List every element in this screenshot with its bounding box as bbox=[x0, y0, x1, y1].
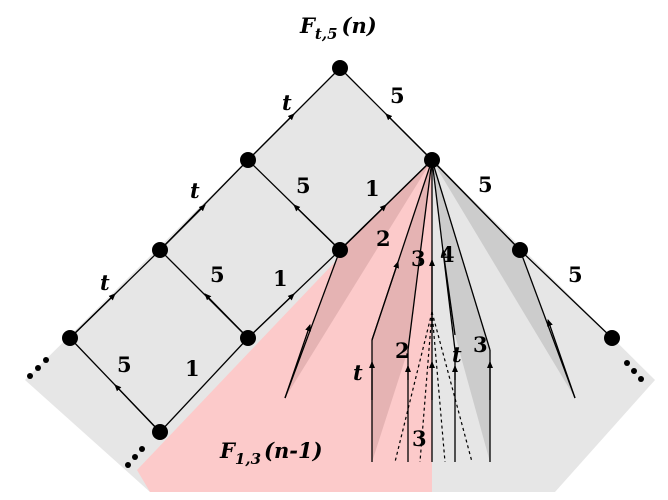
fan-strands bbox=[284, 159, 576, 463]
edge-label-t: t bbox=[282, 90, 292, 115]
edge-label-5: 5 bbox=[478, 172, 493, 197]
edge-label-3: 3 bbox=[412, 426, 427, 451]
grey-fan-4 bbox=[432, 160, 490, 462]
node bbox=[604, 330, 620, 346]
edge-label-5: 5 bbox=[390, 83, 405, 108]
node bbox=[240, 152, 256, 168]
edge-labels: t t t t t 5 5 5 5 5 5 1 1 1 2 2 3 3 3 4 bbox=[100, 83, 583, 451]
edge-label-3: 3 bbox=[411, 246, 426, 271]
lattice-nodes bbox=[62, 60, 620, 440]
edge-label-1: 1 bbox=[365, 176, 380, 201]
top-label: Ft,5(n) bbox=[299, 13, 377, 43]
node bbox=[332, 242, 348, 258]
ellipsis-dots bbox=[27, 357, 644, 468]
edge-label-1: 1 bbox=[273, 266, 288, 291]
bottom-label-arg: (n-1) bbox=[264, 438, 322, 463]
edge-label-2: 2 bbox=[395, 338, 410, 363]
edge-label-t: t bbox=[100, 270, 110, 295]
bottom-label-base: F bbox=[219, 438, 237, 463]
edge-label-2: 2 bbox=[376, 226, 391, 251]
lattice-edges bbox=[69, 67, 613, 433]
node bbox=[424, 152, 440, 168]
node bbox=[62, 330, 78, 346]
edge-label-5: 5 bbox=[210, 262, 225, 287]
top-label-arg: (n) bbox=[342, 13, 377, 38]
edge-label-5: 5 bbox=[296, 173, 311, 198]
edge-label-1: 1 bbox=[185, 356, 200, 381]
edge-label-3: 3 bbox=[473, 332, 488, 357]
edge-label-t: t bbox=[452, 342, 462, 367]
node bbox=[332, 60, 348, 76]
bottom-label-sub: 1,3 bbox=[235, 450, 261, 468]
top-label-sub: t,5 bbox=[315, 25, 338, 43]
edge-label-t: t bbox=[353, 360, 363, 385]
edge-label-t: t bbox=[190, 178, 200, 203]
node bbox=[512, 242, 528, 258]
edge-label-4: 4 bbox=[440, 242, 455, 267]
edge-label-5: 5 bbox=[117, 352, 132, 377]
edge-label-5: 5 bbox=[568, 262, 583, 287]
node bbox=[240, 330, 256, 346]
node bbox=[152, 242, 168, 258]
grey-fan-5 bbox=[432, 160, 575, 398]
node bbox=[152, 424, 168, 440]
pink-fan-1 bbox=[285, 160, 432, 398]
bottom-label: F1,3(n-1) bbox=[219, 438, 323, 468]
pink-fan-2 bbox=[372, 160, 432, 462]
top-label-base: F bbox=[299, 13, 317, 38]
